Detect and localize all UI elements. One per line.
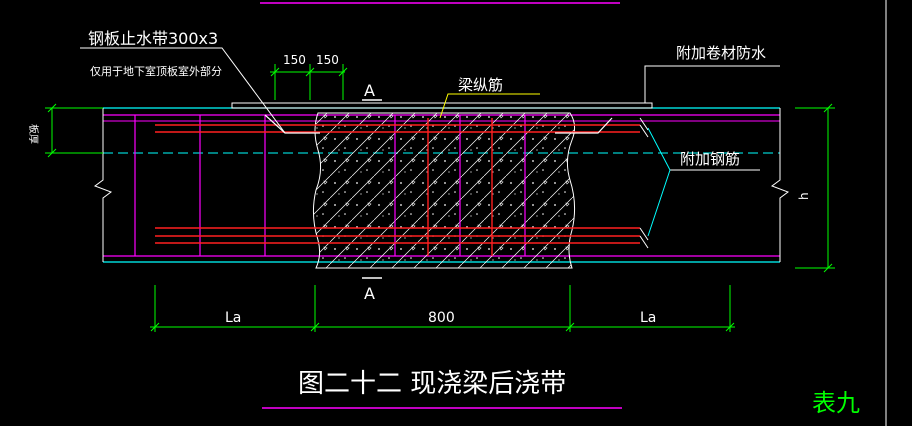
section-label-bottom: A: [364, 284, 375, 303]
waterstop-plate: [231, 102, 653, 109]
stirrups-group: [134, 115, 526, 256]
extra-rebar-label: 附加钢筋: [680, 150, 740, 168]
section-label-top: A: [364, 81, 375, 100]
membrane-leader: [644, 65, 780, 103]
beam-height-dim: [795, 103, 835, 273]
waterstop-leader: [80, 47, 286, 134]
right-break-line: [770, 108, 790, 262]
bottom-dim-group: [150, 285, 735, 332]
beam-height-label: h: [797, 192, 811, 200]
post-pour-concrete-hatch: [312, 112, 576, 269]
beam-rebar-label: 梁纵筋: [458, 76, 503, 94]
waterstop-right-bend: [555, 117, 613, 134]
drawing-title: 图二十二 现浇梁后浇带: [298, 369, 566, 399]
waterstop-note: 仅用于地下室顶板室外部分: [90, 64, 222, 78]
table-number: 表九: [812, 389, 860, 417]
dim-150-b: 150: [316, 53, 339, 67]
rebar-group: [155, 118, 640, 256]
extra-membrane-label: 附加卷材防水: [676, 44, 766, 62]
left-break-line: [93, 108, 113, 262]
slab-thickness-label: 板厚: [27, 124, 40, 144]
dim-la-left: La: [225, 310, 241, 326]
beam-rebar-leader: [439, 93, 540, 119]
dim-150-a: 150: [283, 53, 306, 67]
waterstop-label: 钢板止水带300x3: [88, 29, 218, 48]
rebar-ticks: [639, 117, 649, 249]
extra-rebar-leader: [647, 127, 671, 237]
dim-150-group: [270, 64, 348, 100]
dim-800: 800: [428, 310, 455, 326]
dim-la-right: La: [640, 310, 656, 326]
slab-thickness-dim: [45, 103, 103, 158]
